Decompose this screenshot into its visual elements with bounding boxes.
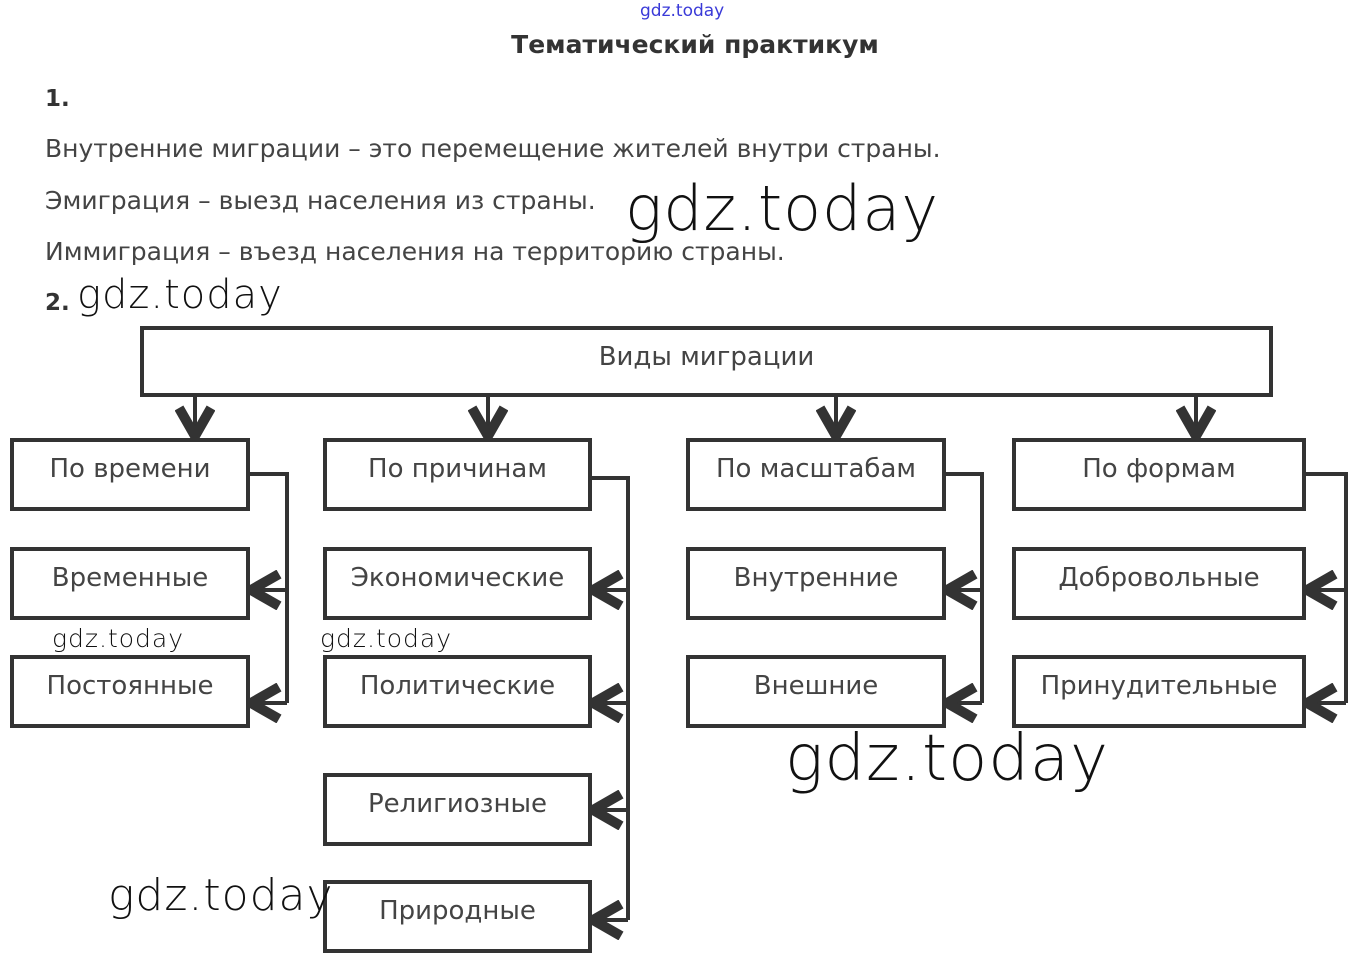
diagram-root-box: Виды миграции	[140, 326, 1273, 397]
item-religious-box: Религиозные	[323, 773, 592, 846]
watermark: gdz.today	[77, 272, 283, 318]
item-internal-box: Внутренние	[686, 547, 946, 620]
page-title: Тематический практикум	[511, 30, 879, 59]
item-temporary-box: Временные	[10, 547, 250, 620]
item-permanent-box: Постоянные	[10, 655, 250, 728]
item-voluntary-box: Добровольные	[1012, 547, 1306, 620]
group-time-box: По времени	[10, 438, 250, 511]
item-natural-box: Природные	[323, 880, 592, 953]
watermark: gdz.today	[785, 722, 1109, 796]
watermark-small: gdz.today	[640, 1, 725, 21]
item-forced-box: Принудительные	[1012, 655, 1306, 728]
group-scale-box: По масштабам	[686, 438, 946, 511]
item-economic-box: Экономические	[323, 547, 592, 620]
definition-immigration: Иммиграция – въезд населения на территор…	[45, 237, 785, 266]
task-2-number: 2.	[45, 290, 70, 316]
watermark: gdz.today	[625, 172, 940, 245]
item-political-box: Политические	[323, 655, 592, 728]
group-forms-box: По формам	[1012, 438, 1306, 511]
task-1-number: 1.	[45, 86, 70, 112]
definition-internal: Внутренние миграции – это перемещение жи…	[45, 134, 941, 163]
item-external-box: Внешние	[686, 655, 946, 728]
watermark: gdz.today	[52, 624, 185, 653]
watermark: gdz.today	[108, 870, 334, 921]
definition-emigration: Эмиграция – выезд населения из страны.	[45, 186, 596, 215]
watermark: gdz.today	[320, 624, 453, 653]
group-reasons-box: По причинам	[323, 438, 592, 511]
